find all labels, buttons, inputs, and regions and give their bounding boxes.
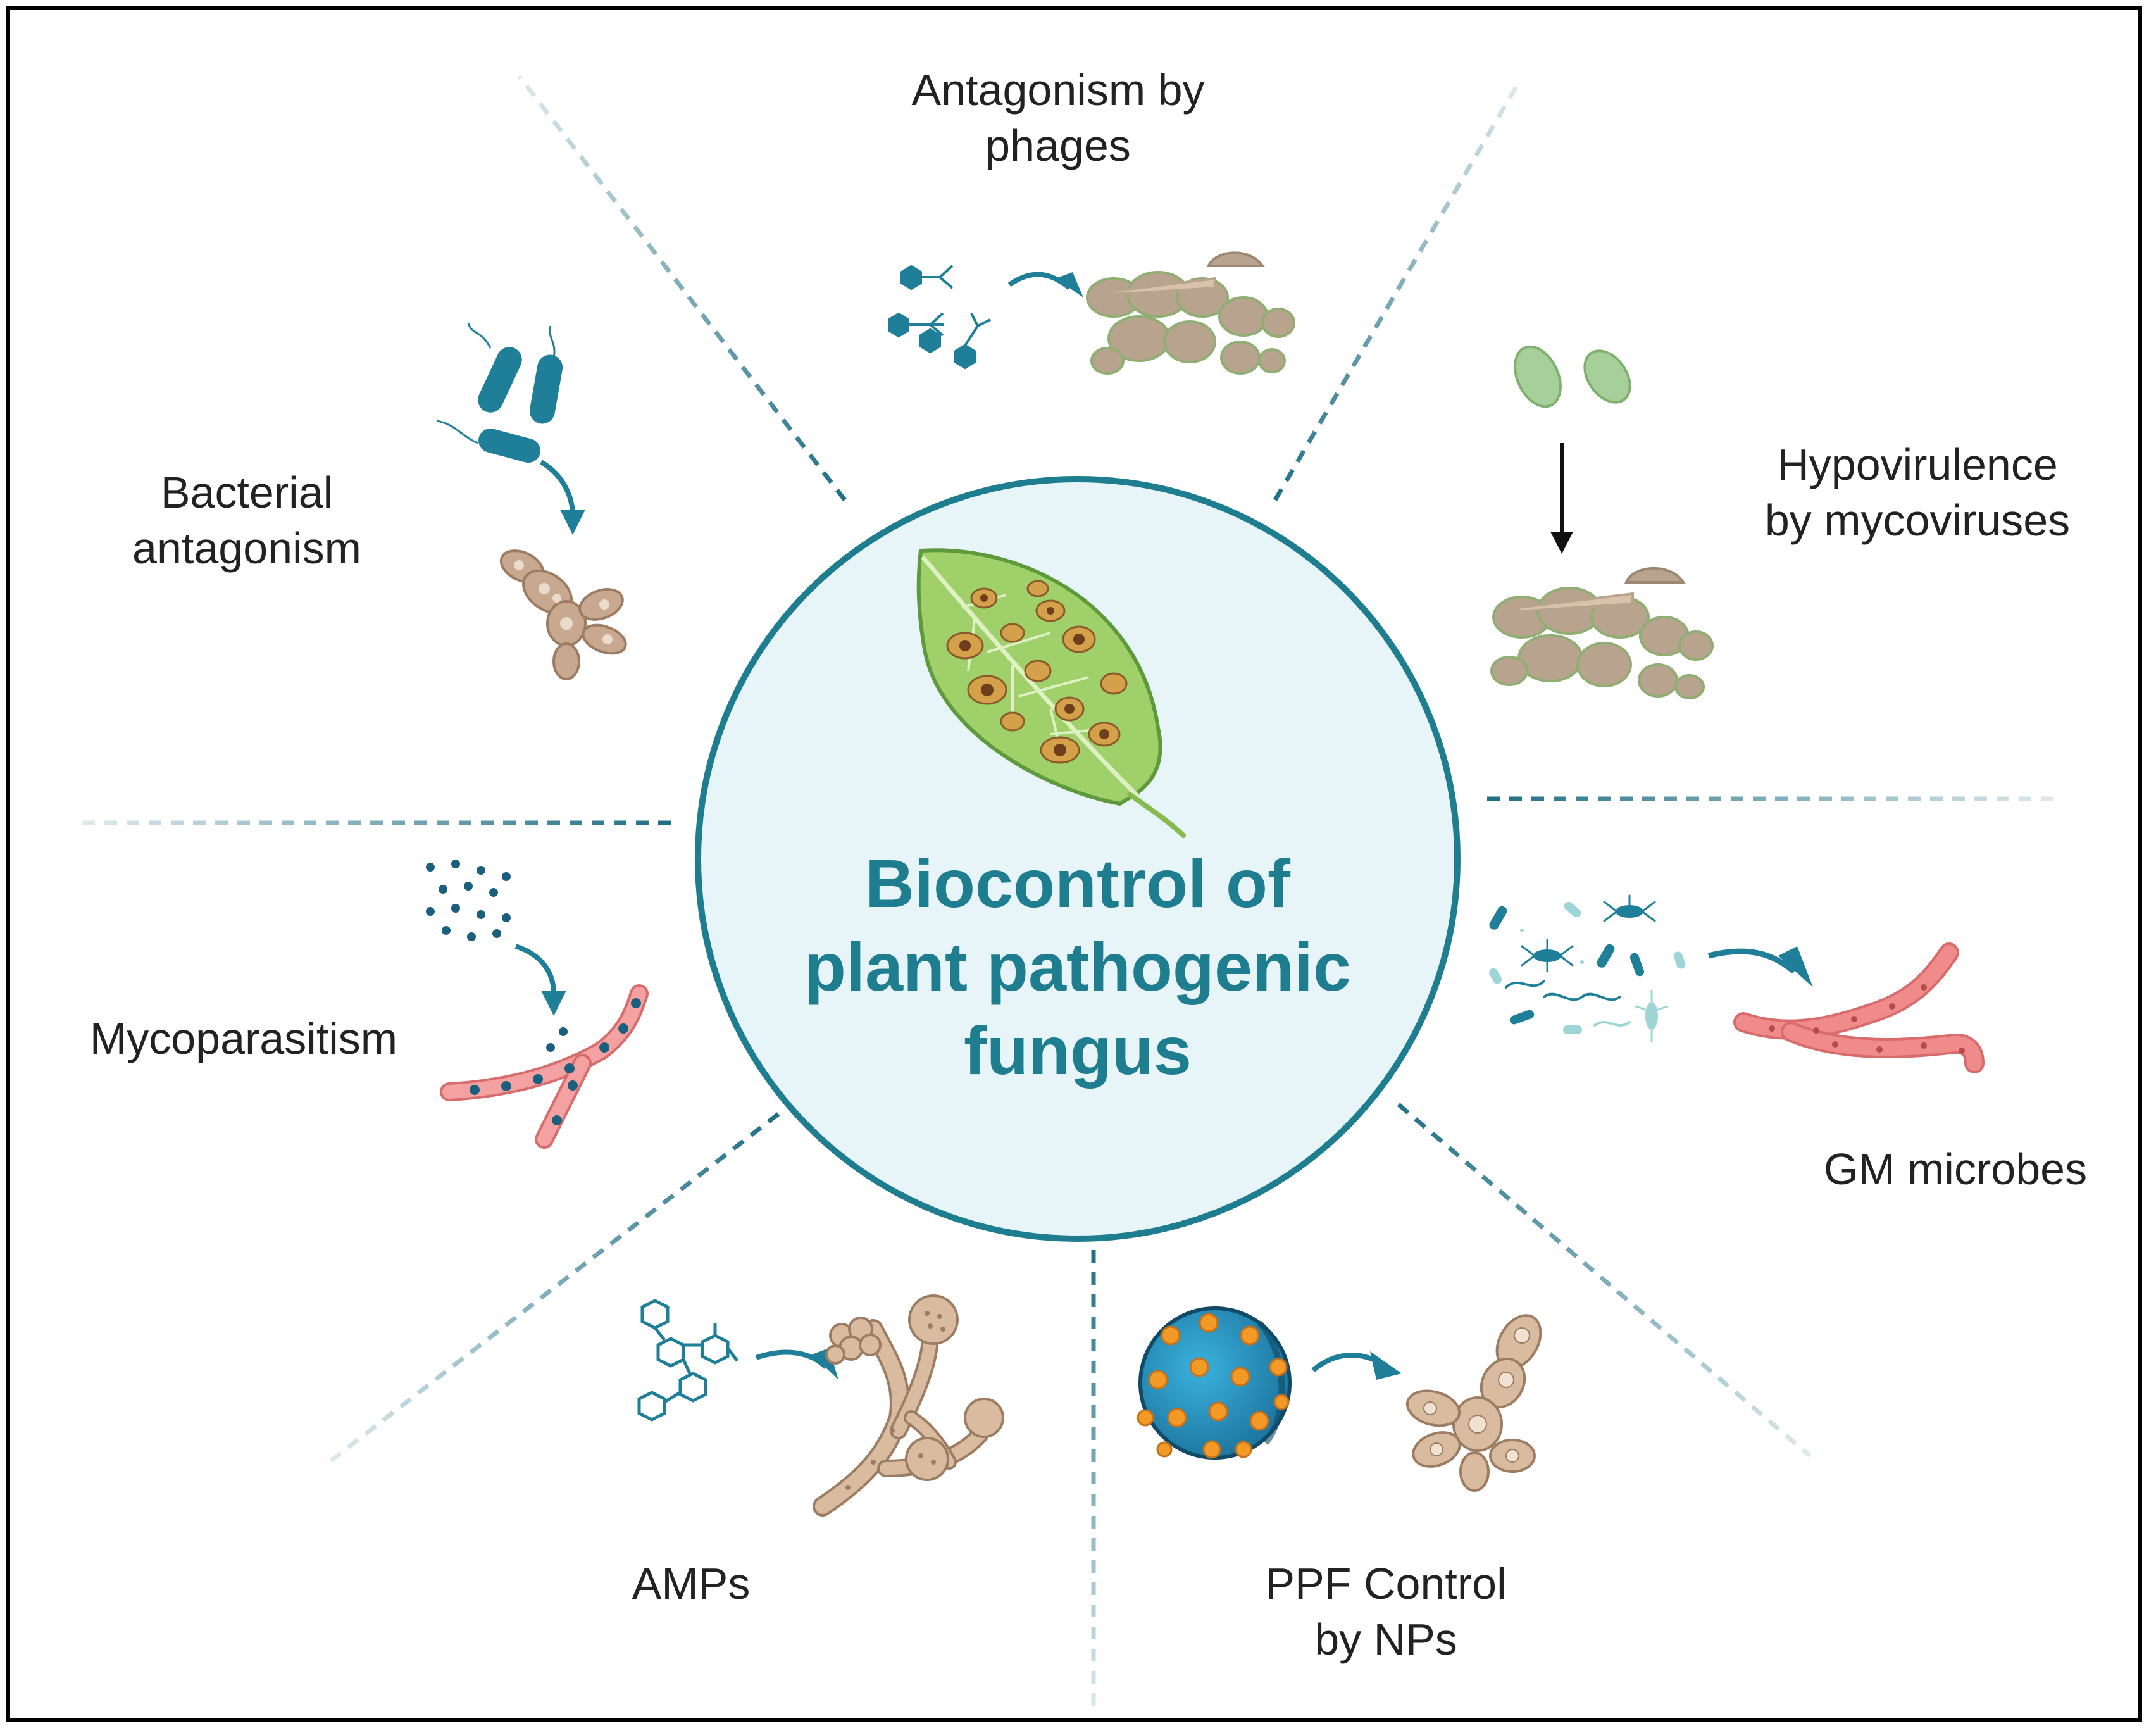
label-line: by mycoviruses [1764, 496, 2071, 545]
budding-yeast-icon [1405, 1314, 1542, 1492]
gm-arrow [1707, 948, 1796, 974]
mycoparasitism-arrowhead [541, 991, 566, 1016]
nanoparticle-icon [1137, 1306, 1292, 1460]
hypovirulence-arrowhead [1550, 532, 1573, 554]
bacterial-arrow [539, 460, 575, 516]
gm-arrowhead [1778, 946, 1813, 987]
bacterial-arrowhead [560, 510, 585, 535]
conidiophore-icon [813, 1294, 1004, 1517]
label-hypovirulence: Hypovirulence by mycoviruses [1765, 437, 2070, 548]
divider-lower-left [327, 1112, 780, 1464]
center-title-line: fungus [964, 1012, 1192, 1089]
peptide-molecule-icon [637, 1299, 738, 1422]
center-title-line: plant pathogenic [804, 929, 1351, 1005]
phage-arrowhead [1056, 272, 1083, 297]
fungal-spore-cluster-icon [1490, 566, 1714, 699]
center-title: Biocontrol of plant pathogenic fungus [761, 842, 1394, 1092]
label-line: Mycoparasitism [89, 1014, 398, 1063]
pink-hypha-icon [1733, 942, 1985, 1073]
mycovirus-particle-icon [1514, 345, 1631, 408]
label-ppf-control: PPF Control by NPs [1265, 1556, 1506, 1667]
mycoparasitism-arrow [514, 944, 556, 994]
label-bacterial-antagonism: Bacterial antagonism [132, 465, 361, 576]
label-line: Bacterial [160, 468, 333, 517]
label-gm-microbes: GM microbes [1824, 1141, 2087, 1197]
rod-bacteria-icon [436, 322, 563, 463]
label-line: AMPs [632, 1559, 751, 1608]
label-line: Hypovirulence [1777, 440, 2058, 489]
fungal-spore-cluster-icon [1086, 251, 1295, 375]
divider-lower-right [1397, 1103, 1812, 1458]
label-mycoparasitism: Mycoparasitism [90, 1011, 397, 1067]
label-line: GM microbes [1823, 1144, 2088, 1194]
section-dividers [82, 74, 2057, 1715]
label-line: antagonism [132, 523, 361, 573]
bacteriophage-icon [888, 265, 991, 370]
budding-yeast-icon [499, 549, 627, 680]
label-antagonism-by-phages: Antagonism by phages [911, 62, 1204, 173]
center-circle [695, 476, 1461, 1242]
amps-arrow [755, 1349, 828, 1369]
leaf-with-lesions-icon [916, 548, 1186, 838]
divider-upper-left [517, 74, 847, 502]
center-title-line: Biocontrol of [865, 845, 1290, 922]
mixed-microbes-icon [1489, 894, 1686, 1042]
label-line: PPF Control [1265, 1559, 1507, 1608]
spore-dots-icon [426, 860, 511, 941]
label-line: by NPs [1314, 1615, 1457, 1664]
np-arrowhead [1370, 1351, 1402, 1380]
figure-frame [6, 6, 2142, 1722]
label-amps: AMPs [632, 1556, 751, 1611]
pink-hypha-icon [440, 984, 649, 1149]
label-line: Antagonism by [911, 65, 1205, 115]
amps-arrowhead [812, 1348, 838, 1380]
divider-upper-right [1273, 81, 1521, 501]
label-line: phages [985, 121, 1131, 170]
